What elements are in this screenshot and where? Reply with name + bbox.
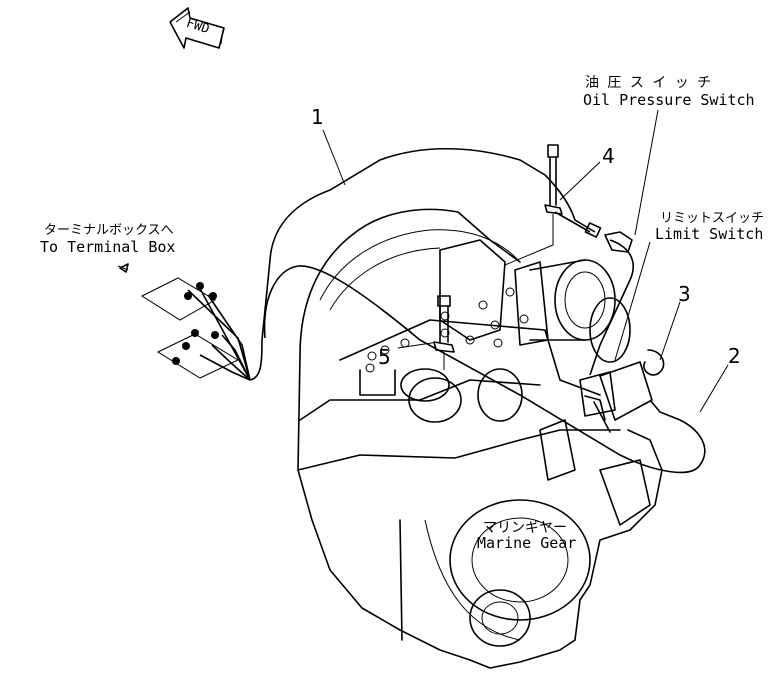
callout-5: 5	[378, 345, 391, 369]
limit-switch-label-en: Limit Switch	[655, 225, 764, 243]
marine-gear-label-jp: マリンギヤー	[483, 520, 567, 536]
terminal-box-label-en: To Terminal Box	[40, 238, 176, 256]
oil-pressure-switch-label-en: Oil Pressure Switch	[583, 91, 755, 109]
snap-ring-3	[643, 349, 665, 376]
oil-pressure-switch-label-jp: 油 圧 ス イ ッ チ	[585, 75, 712, 91]
marine-gear-housing	[297, 208, 663, 669]
callout-1: 1	[311, 105, 324, 129]
harness-1	[140, 148, 635, 381]
terminal-box-label-jp: ターミナルボックスへ	[44, 223, 174, 238]
bolt-5	[433, 295, 455, 370]
bolt-4	[504, 144, 563, 266]
fwd-arrow-icon	[169, 7, 225, 49]
harness-2	[263, 265, 706, 474]
marine-gear-label-en: Marine Gear	[477, 534, 577, 552]
leader-lines	[117, 109, 729, 413]
callout-3: 3	[678, 282, 691, 306]
callout-2: 2	[728, 344, 741, 368]
limit-switch-label-jp: リミットスイッチ	[660, 211, 765, 226]
callout-4: 4	[602, 144, 615, 168]
